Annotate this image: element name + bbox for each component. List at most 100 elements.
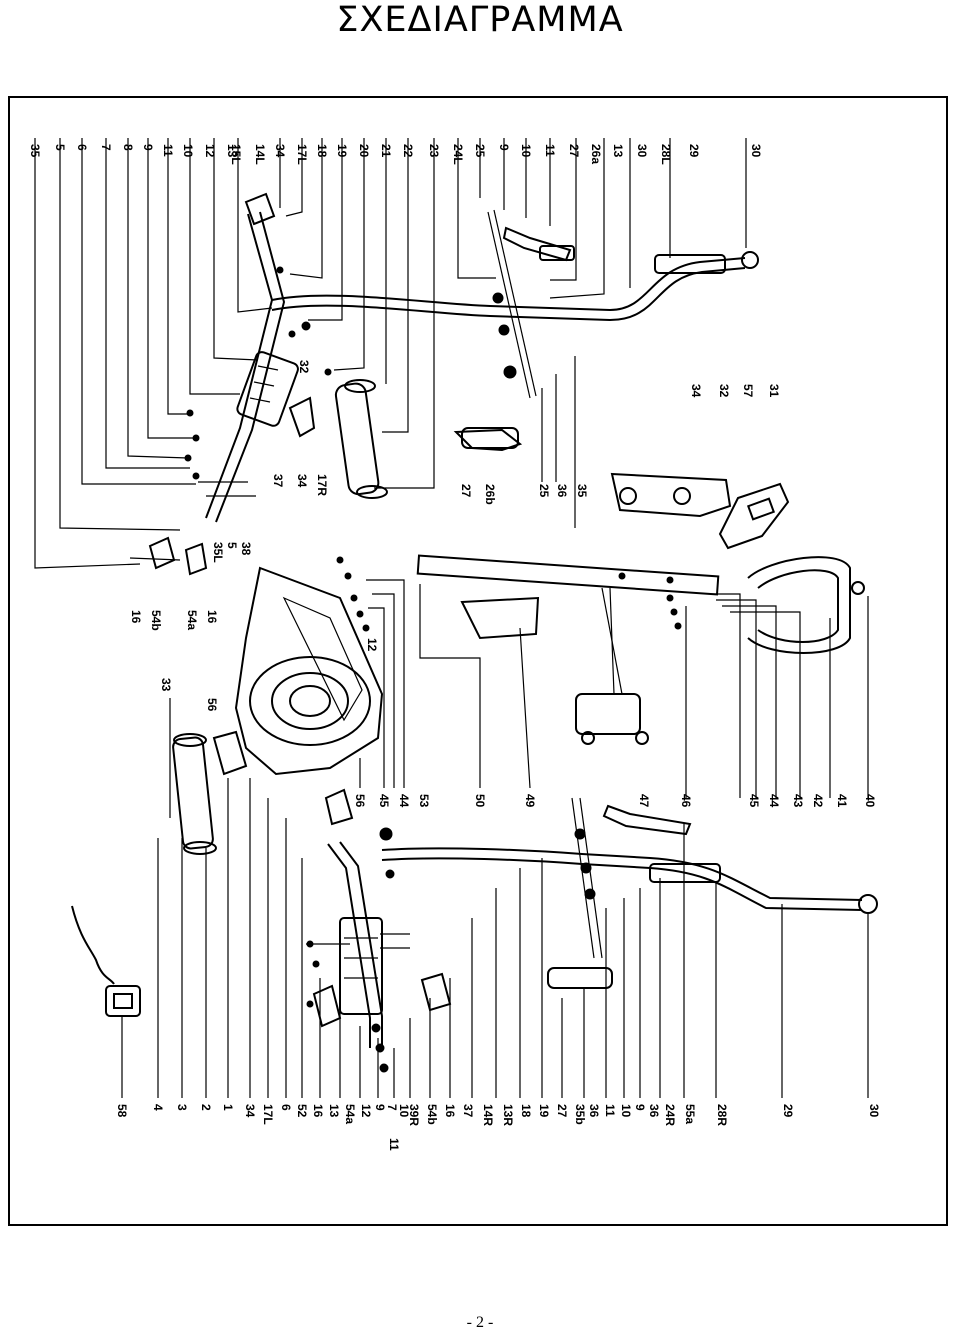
label-18: 18 xyxy=(315,144,329,158)
label-16-bottom: 16 xyxy=(311,1104,325,1118)
upper-middle-labels: 32 37 34 17R 27 26b 25 36 35 34 32 57 31 xyxy=(271,360,781,505)
label-50: 50 xyxy=(473,794,487,808)
label-13-bottom: 13 xyxy=(327,1104,341,1118)
label-5-left: 5 xyxy=(225,542,239,549)
label-17L: 17L xyxy=(295,144,309,165)
label-17R: 17R xyxy=(315,474,329,496)
label-49: 49 xyxy=(523,794,537,808)
label-57: 57 xyxy=(741,384,755,398)
label-10-bottom: 10 xyxy=(397,1104,411,1118)
label-54a: 54a xyxy=(185,610,199,630)
label-36-bottom-b: 36 xyxy=(647,1104,661,1118)
label-7-bottom: 7 xyxy=(385,1104,399,1111)
bottom-label-row: 58 4 3 2 1 34 17L 6 52 16 13 54a 12 9 7 … xyxy=(115,1104,881,1151)
label-44-a: 44 xyxy=(397,794,411,808)
top-label-row: 35 5 6 7 8 9 11 10 12 13 14L 15L 34 17L … xyxy=(28,144,763,165)
label-22: 22 xyxy=(401,144,415,158)
label-24R: 24R xyxy=(663,1104,677,1126)
page-title: ΣΧΕΔΙΑΓΡΑΜΜΑ xyxy=(336,0,624,40)
label-54a-bottom: 54a xyxy=(343,1104,357,1124)
label-29: 29 xyxy=(687,144,701,158)
label-10-bottom-b: 10 xyxy=(619,1104,633,1118)
label-29-bottom: 29 xyxy=(781,1104,795,1118)
label-45-a: 45 xyxy=(377,794,391,808)
label-28L: 28L xyxy=(659,144,673,165)
right-label-row: 56 45 44 53 50 49 47 46 45 44 43 42 41 4… xyxy=(353,794,877,808)
label-16-b: 16 xyxy=(129,610,143,624)
label-20: 20 xyxy=(357,144,371,158)
diagram-frame xyxy=(8,96,948,1226)
label-12-bottom: 12 xyxy=(359,1104,373,1118)
lower-handlebar-assembly xyxy=(71,788,878,1073)
label-10: 10 xyxy=(181,144,195,158)
label-56: 56 xyxy=(353,794,367,808)
label-46: 46 xyxy=(679,794,693,808)
label-32-bracket: 32 xyxy=(717,384,731,398)
label-28R: 28R xyxy=(715,1104,729,1126)
label-55a: 55a xyxy=(683,1104,697,1124)
label-39R: 39R xyxy=(407,1104,421,1126)
label-6: 6 xyxy=(75,144,89,151)
label-19: 19 xyxy=(335,144,349,158)
label-11-bottom: 11 xyxy=(387,1138,401,1151)
label-7: 7 xyxy=(99,144,113,151)
label-30: 30 xyxy=(749,144,763,158)
label-27-cluster: 27 xyxy=(459,484,473,498)
label-2: 2 xyxy=(199,1104,213,1111)
label-34-bottom: 34 xyxy=(243,1104,257,1118)
label-14R: 14R xyxy=(481,1104,495,1126)
label-47: 47 xyxy=(637,794,651,808)
label-13b: 13 xyxy=(611,144,625,158)
label-40: 40 xyxy=(863,794,877,808)
label-18-bottom: 18 xyxy=(519,1104,533,1118)
label-11b: 11 xyxy=(543,144,557,157)
label-27-bottom: 27 xyxy=(555,1104,569,1118)
label-16-bottom-b: 16 xyxy=(443,1104,457,1118)
label-11: 11 xyxy=(161,144,175,157)
label-35b: 35b xyxy=(573,1104,587,1125)
label-35L: 35L xyxy=(211,542,225,563)
label-9-bottom-b: 9 xyxy=(633,1104,647,1111)
label-5: 5 xyxy=(53,144,67,151)
label-34-mid: 34 xyxy=(295,474,309,488)
label-37-bottom: 37 xyxy=(461,1104,475,1118)
label-4: 4 xyxy=(151,1104,165,1111)
label-24L: 24L xyxy=(451,144,465,165)
label-14L: 14L xyxy=(253,144,267,165)
label-52: 52 xyxy=(295,1104,309,1118)
upper-handlebar-assembly xyxy=(184,192,759,523)
label-9-bottom: 9 xyxy=(373,1104,387,1111)
label-19-bottom: 19 xyxy=(537,1104,551,1118)
label-9b: 9 xyxy=(497,144,511,151)
label-58: 58 xyxy=(115,1104,129,1118)
main-frame-assembly xyxy=(129,427,865,855)
label-34: 34 xyxy=(273,144,287,158)
label-11-bottom-b: 11 xyxy=(603,1104,617,1117)
label-12: 12 xyxy=(203,144,217,158)
label-6-bottom: 6 xyxy=(279,1104,293,1111)
page-number: - 2 - xyxy=(466,1314,494,1331)
label-35: 35 xyxy=(28,144,42,158)
label-34-bracket: 34 xyxy=(689,384,703,398)
label-26a: 26a xyxy=(589,144,603,164)
label-53: 53 xyxy=(417,794,431,808)
leader-lines xyxy=(34,138,869,1098)
label-13: 13 xyxy=(225,144,239,158)
label-54b-bottom: 54b xyxy=(425,1104,439,1125)
label-38: 38 xyxy=(239,542,253,556)
label-3: 3 xyxy=(175,1104,189,1111)
label-36-cluster: 36 xyxy=(555,484,569,498)
label-9: 9 xyxy=(141,144,155,151)
label-42: 42 xyxy=(811,794,825,808)
label-44-b: 44 xyxy=(767,794,781,808)
label-25-cluster: 25 xyxy=(537,484,551,498)
label-27: 27 xyxy=(567,144,581,158)
label-36-bottom: 36 xyxy=(587,1104,601,1118)
label-35-cluster: 35 xyxy=(575,484,589,498)
left-labels: 38 5 35L 16 54a 54b 16 12 56 33 xyxy=(129,542,379,712)
label-37: 37 xyxy=(271,474,285,488)
label-26b: 26b xyxy=(483,484,497,505)
label-31: 31 xyxy=(767,384,781,398)
label-33: 33 xyxy=(159,678,173,692)
exploded-parts-diagram: 35 5 6 7 8 9 11 10 12 13 14L 15L 34 17L … xyxy=(28,138,881,1151)
